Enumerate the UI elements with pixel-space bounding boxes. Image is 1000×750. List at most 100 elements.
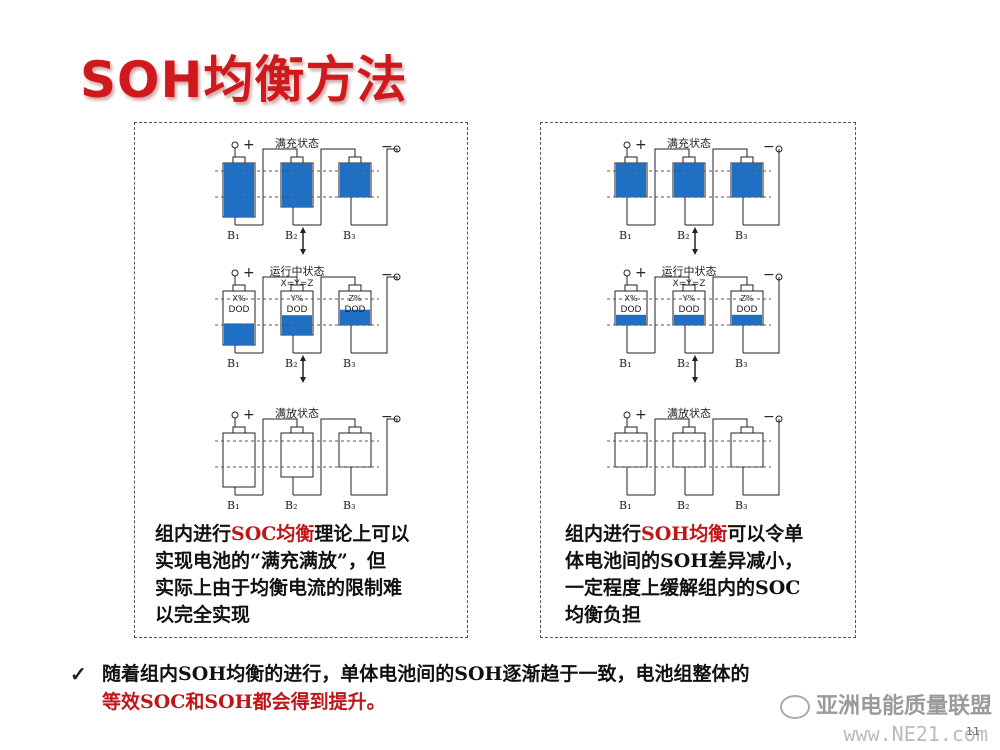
page-title: SOH均衡方法 [80, 51, 408, 109]
cell-label: B₃ [735, 499, 748, 512]
wire [262, 276, 298, 353]
charge-level [224, 323, 254, 345]
cell-terminal [624, 156, 638, 164]
plus-sign: + [635, 407, 647, 423]
cell-terminal [290, 156, 304, 164]
plus-sign: + [243, 407, 255, 423]
cell-label: B₁ [619, 229, 632, 242]
dod-percent: Y% [682, 294, 696, 303]
charge-level [732, 314, 762, 325]
dod-label: DOD [679, 305, 700, 315]
terminal-plus-icon [231, 269, 239, 277]
dod-label: DOD [229, 305, 250, 315]
wire [262, 148, 298, 225]
cell-label: B₂ [285, 499, 298, 512]
site-watermark: www.NE21.com [843, 722, 989, 746]
cell-label: B₁ [619, 357, 632, 370]
cell-label: B₁ [619, 499, 632, 512]
cell-label: B₂ [677, 499, 690, 512]
cell-label: B₁ [227, 229, 240, 242]
minus-sign: − [381, 139, 393, 155]
cell-terminal [682, 284, 696, 292]
terminal-plus-icon [623, 411, 631, 419]
soc-caption: 组内进行SOC均衡理论上可以 实现电池的“满充满放”，但 实际上由于均衡电流的限… [155, 523, 410, 626]
battery-cell [222, 432, 256, 488]
wire [712, 276, 748, 353]
minus-sign: − [381, 409, 393, 425]
state-label: 运行中状态 [270, 264, 325, 278]
minus-sign: − [763, 139, 775, 155]
arrow-down-icon [300, 377, 306, 383]
cell-terminal [290, 284, 304, 292]
wire [351, 148, 398, 226]
wechat-watermark: 亚洲电能质量联盟 [779, 688, 992, 720]
cell-terminal [290, 426, 304, 434]
battery-cell [338, 432, 372, 468]
plus-sign: + [243, 265, 255, 281]
wire [351, 418, 398, 496]
charge-level [340, 309, 370, 325]
cell-label: B₂ [677, 357, 690, 370]
battery-cell [614, 432, 648, 468]
cell-terminal [348, 284, 362, 292]
terminal-plus-icon [623, 141, 631, 149]
cell-label: B₃ [735, 229, 748, 242]
minus-sign: − [763, 267, 775, 283]
plus-sign: + [635, 265, 647, 281]
charge-level [282, 163, 312, 207]
cell-terminal [232, 426, 246, 434]
cell-terminal [348, 156, 362, 164]
charge-level [616, 163, 646, 197]
dod-label: DOD [621, 305, 642, 315]
wire [320, 148, 356, 225]
arrow-down-icon [300, 249, 306, 255]
battery-cell [280, 432, 314, 478]
wire [320, 276, 356, 353]
page-number: 11 [966, 725, 980, 738]
cell-terminal [682, 426, 696, 434]
charge-level [616, 314, 646, 325]
arrow-up-icon [300, 227, 306, 233]
wire [320, 418, 356, 495]
wire [654, 276, 690, 353]
dod-label: DOD [287, 305, 308, 315]
terminal-plus-icon [231, 411, 239, 419]
dod-label: DOD [345, 305, 366, 315]
charge-level [340, 163, 370, 197]
wire [654, 148, 690, 225]
wire [262, 418, 298, 495]
checkmark-icon: ✓ [70, 662, 87, 686]
charge-level [732, 163, 762, 197]
plus-sign: + [243, 137, 255, 153]
wechat-icon [779, 695, 810, 719]
cell-terminal [232, 284, 246, 292]
cell-label: B₂ [677, 229, 690, 242]
summary-line-2: 等效SOC和SOH都会得到提升。 [102, 691, 386, 713]
state-label: 运行中状态 [662, 264, 717, 278]
charge-level [674, 163, 704, 197]
cell-terminal [624, 284, 638, 292]
arrow-up-icon [692, 227, 698, 233]
cell-label: B₂ [285, 357, 298, 370]
cell-terminal [740, 426, 754, 434]
arrow-down-icon [692, 249, 698, 255]
minus-sign: − [381, 267, 393, 283]
battery-cell [672, 432, 706, 468]
state-label: 满放状态 [275, 406, 319, 420]
dod-label: DOD [737, 305, 758, 315]
cell-label: B₂ [285, 229, 298, 242]
battery-cell [730, 432, 764, 468]
minus-sign: − [763, 409, 775, 425]
summary-line-1: 随着组内SOH均衡的进行，单体电池间的SOH逐渐趋于一致，电池组整体的 [102, 663, 750, 685]
cell-terminal [682, 156, 696, 164]
soh-caption: 组内进行SOH均衡可以令单 体电池间的SOH差异减小， 一定程度上缓解组内的SO… [565, 523, 804, 626]
wire [351, 276, 398, 354]
terminal-plus-icon [231, 141, 239, 149]
plus-sign: + [635, 137, 647, 153]
cell-label: B₃ [343, 357, 356, 370]
wire [743, 419, 780, 496]
cell-label: B₁ [227, 357, 240, 370]
